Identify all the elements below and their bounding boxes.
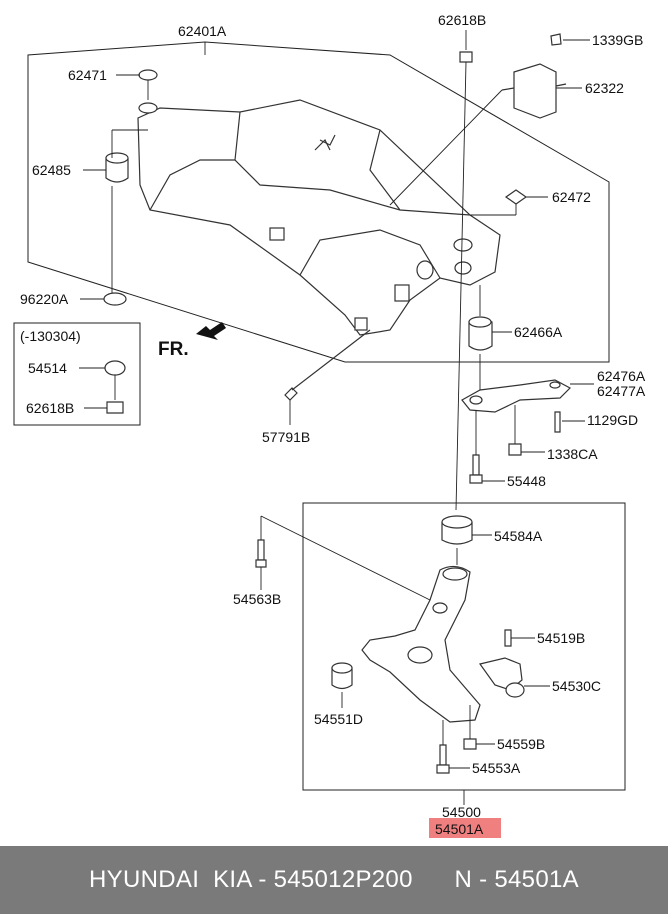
nut-1339GB xyxy=(550,33,562,46)
label-55448: 55448 xyxy=(507,473,546,489)
label-62466A: 62466A xyxy=(514,324,563,340)
lower-control-arm xyxy=(361,565,481,723)
crossmember-subframe xyxy=(137,99,501,336)
label-62401A: 62401A xyxy=(178,23,227,39)
label-54501A: 54501A xyxy=(435,821,484,837)
label-62485: 62485 xyxy=(32,162,71,178)
part-number-banner: HYUNDAI KIA - 545012P200 N - 54501A xyxy=(0,846,668,914)
bolt-54563B xyxy=(257,539,265,561)
label-1339GB: 1339GB xyxy=(592,32,643,48)
brand-part-number: HYUNDAI KIA - 545012P200 xyxy=(89,866,413,893)
label-62322: 62322 xyxy=(585,80,624,96)
label-FR: FR. xyxy=(158,339,189,360)
diagram-number: N - 54501A xyxy=(454,866,579,893)
front-direction-arrow-icon xyxy=(196,322,226,340)
washer-62472 xyxy=(504,189,528,205)
label-54530C: 54530C xyxy=(552,678,601,694)
label-62618B-box: 62618B xyxy=(26,400,74,416)
ball-joint-54530C xyxy=(478,657,523,691)
label-62471: 62471 xyxy=(68,67,107,83)
washer-96220A xyxy=(103,292,127,306)
label-62476A: 62476A xyxy=(597,368,646,384)
label-1338CA: 1338CA xyxy=(547,446,598,462)
part-highlight xyxy=(429,818,501,838)
bracket-62322 xyxy=(513,63,557,119)
label-130304: (-130304) xyxy=(20,328,81,344)
label-62477A: 62477A xyxy=(597,383,646,399)
label-62472: 62472 xyxy=(552,189,591,205)
bushing-variant-box xyxy=(13,322,141,426)
label-54514: 54514 xyxy=(28,360,67,376)
washer-62471 xyxy=(138,69,158,81)
nut-62618B-box xyxy=(106,401,124,414)
parts-diagram: 62401A 62618B 1339GB 62322 62471 62485 6… xyxy=(13,12,646,838)
label-54563B: 54563B xyxy=(233,591,281,607)
label-62618B-top: 62618B xyxy=(438,12,486,28)
label-54500: 54500 xyxy=(442,804,481,820)
bushing-54514 xyxy=(104,360,126,376)
nut-54559B xyxy=(463,738,477,750)
label-96220A: 96220A xyxy=(20,291,69,307)
label-1129GD: 1129GD xyxy=(587,412,638,428)
label-54553A: 54553A xyxy=(472,760,521,776)
label-54551D: 54551D xyxy=(314,711,363,727)
bolt-54519B xyxy=(504,629,512,647)
label-54519B: 54519B xyxy=(537,630,585,646)
subframe-group-frame xyxy=(27,41,610,363)
nut-62618B-top xyxy=(459,51,473,63)
label-54584A: 54584A xyxy=(494,528,543,544)
bolt-1129GD xyxy=(554,411,561,433)
bracket-62476A xyxy=(461,379,571,413)
nut-1338CA xyxy=(508,443,522,456)
bolt-55448 xyxy=(472,454,480,476)
label-57791B: 57791B xyxy=(262,429,310,445)
label-54559B: 54559B xyxy=(497,736,545,752)
bolt-54553A xyxy=(439,744,447,766)
bolt-57791B xyxy=(284,387,298,401)
